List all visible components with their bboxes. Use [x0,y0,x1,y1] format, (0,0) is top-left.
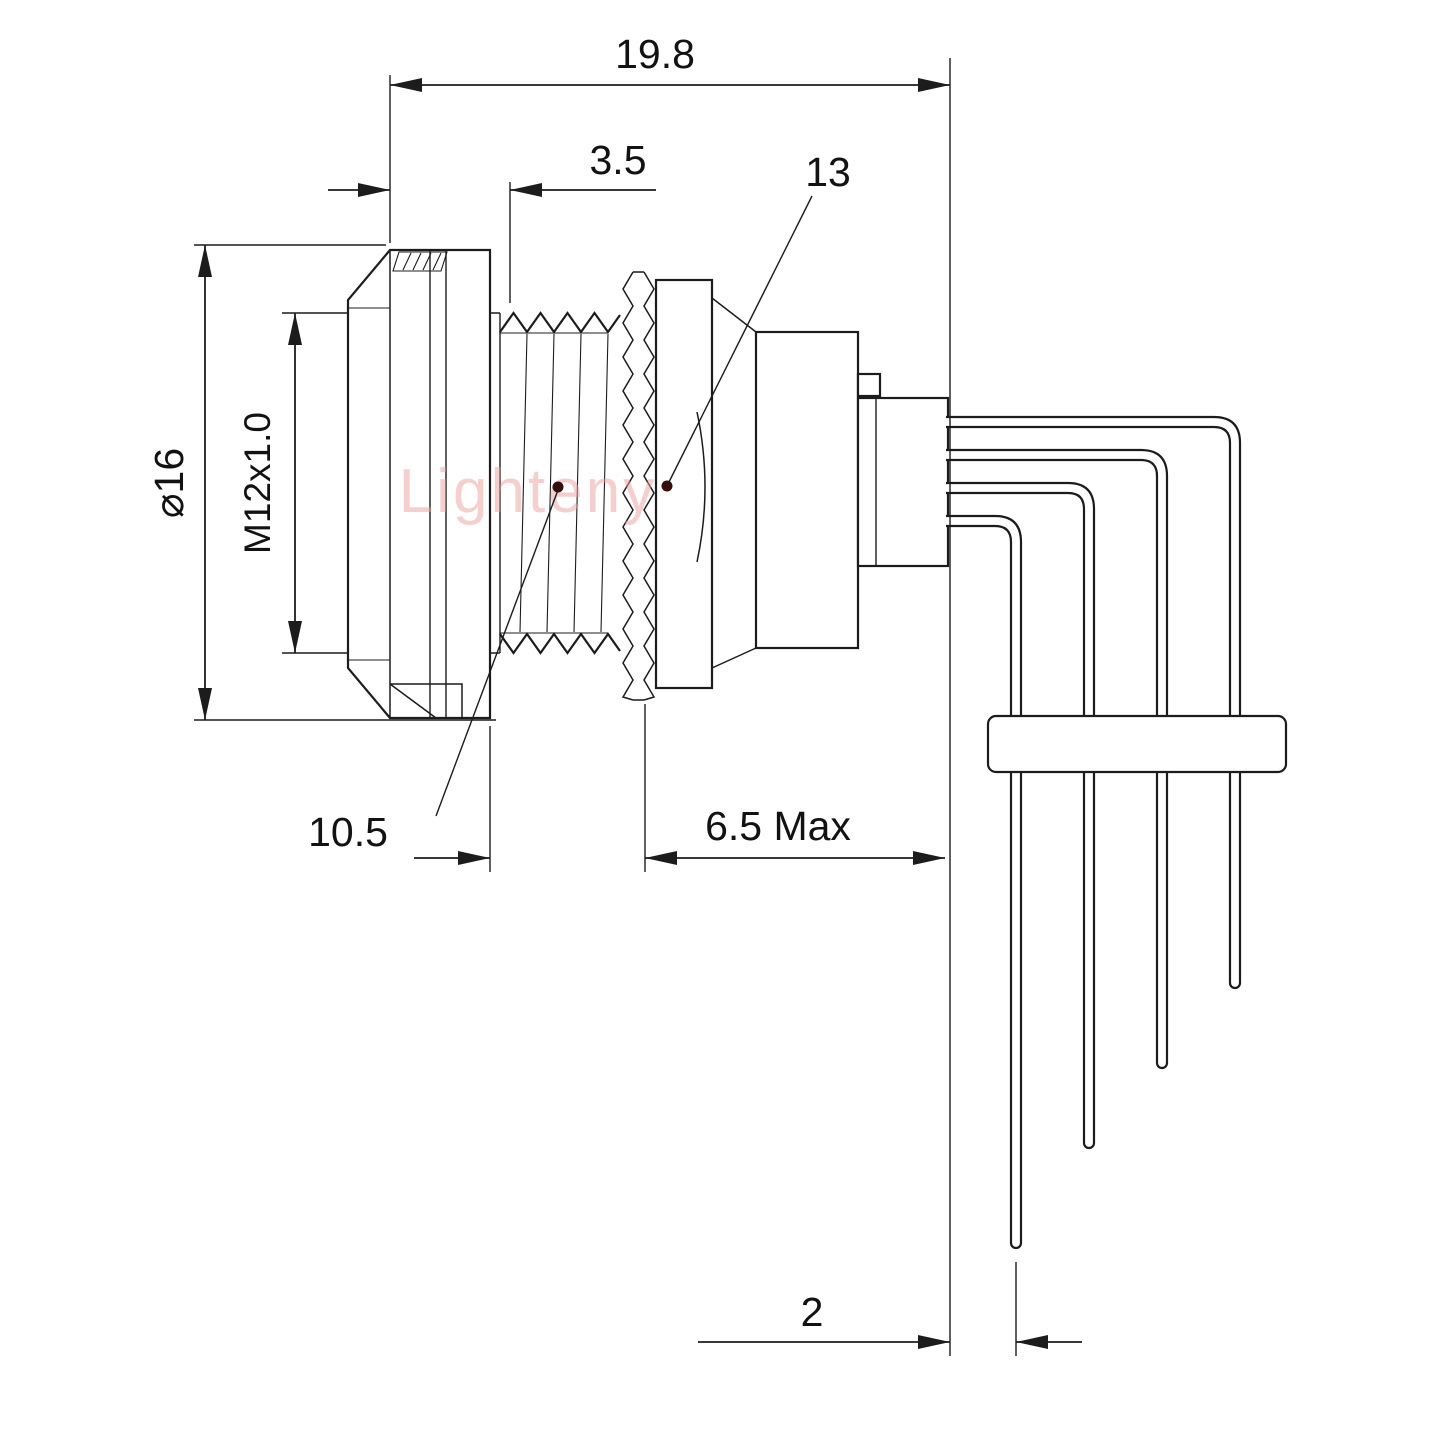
thread-root-lines [500,332,608,634]
dim-pin-offset-arrow-left [918,1335,950,1349]
dim-panel-arrow-right [913,851,945,865]
pin-spacer-bar [986,714,1288,774]
pin-1 [946,415,1242,990]
dim-flange-diameter: ⌀16 [146,244,496,721]
dim-overall-arrow-left [390,78,422,92]
callout-nut-label: 13 [805,149,851,195]
dim-thread-ext-lines [282,312,348,654]
dim-front-arrow-right [510,183,542,197]
dim-pin-offset-label: 2 [801,1289,824,1335]
dim-diameter-arrow-bottom [198,688,212,720]
dim-thread-arrow-bottom [288,621,302,653]
dim-diameter-arrow-top [198,245,212,277]
thread-flank-lines [519,333,609,633]
washer-caps [633,271,644,701]
knurl-strip-outline [392,251,448,272]
neck-lines [490,312,501,654]
dim-pin-offset: 2 [698,1262,1082,1356]
bottom-chamfer-detail [389,683,463,719]
dim-panel-thickness: 6.5 Max [645,803,945,865]
dim-overall-length: 19.8 [389,31,950,243]
dim-thread-length: 10.5 [308,489,646,872]
knurl-hatch-lines [402,252,442,271]
serrated-lock-washer [621,271,656,701]
dim-front-section: 3.5 [328,137,656,303]
rear-housing [754,330,950,650]
dim-overall-arrow-right [918,78,950,92]
pin-2 [946,448,1169,1070]
dim-thread-length-leader [435,489,559,817]
dim-diameter-label: ⌀16 [146,448,192,518]
thread-section [499,311,621,655]
panel-nut-curve [696,411,706,563]
cone-lines [711,297,757,669]
dim-thread-length-arrow [458,851,490,865]
thread-neck [490,312,501,654]
dim-thread-arrow-top [288,313,302,345]
dim-diameter-ext-lines [194,244,496,721]
front-flange-body [346,248,492,720]
watermark-text: Lighteny [399,457,657,526]
rear-housing-outline [754,330,860,650]
dim-thread-length-ext-lines [489,704,646,872]
callout-nut-ref: 13 [666,149,851,487]
contact-insert [856,396,950,568]
dim-front-arrow-left [358,183,390,197]
thread-crest-top [499,311,621,334]
contact-pins [946,415,1288,1250]
dim-thread-length-label: 10.5 [308,809,388,855]
pin-4 [946,514,1023,1250]
pin-3 [946,481,1096,1150]
dim-panel-arrow-left [645,851,677,865]
connector-side-view [346,58,1288,1356]
dim-thread-label: M12x1.0 [237,412,278,554]
thread-crest-bottom [499,632,621,655]
callout-nut-leader-line [666,195,813,487]
leader-dot-thread-length [552,481,564,493]
dim-overall-label: 19.8 [615,31,695,77]
dim-thread-spec: M12x1.0 [237,312,348,654]
washer-left-serration [621,271,634,701]
keying-tab [856,372,882,398]
rear-cone [711,297,757,669]
washer-right-serration [643,271,656,701]
dim-panel-label: 6.5 Max [705,803,851,849]
dim-front-label: 3.5 [590,137,647,183]
dim-pin-offset-arrow-right [1016,1335,1048,1349]
